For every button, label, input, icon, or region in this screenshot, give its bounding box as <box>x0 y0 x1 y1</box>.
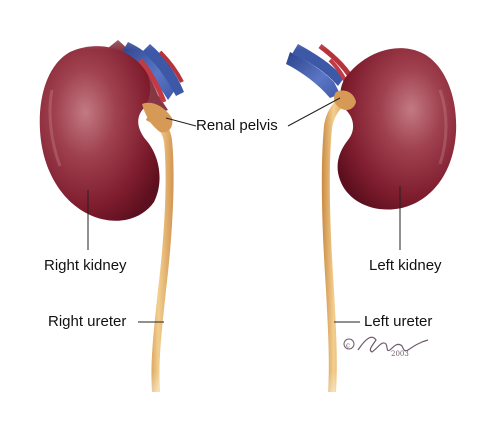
right-kidney-graphic <box>39 40 184 392</box>
left-kidney-label: Left kidney <box>369 257 442 274</box>
artist-signature: c <box>343 336 429 353</box>
right-kidney-label: Right kidney <box>44 257 127 274</box>
right-ureter-label: Right ureter <box>48 313 127 330</box>
svg-text:c: c <box>346 342 350 350</box>
leader-line-renal-pelvis-right <box>165 117 197 127</box>
left-kidney-shape <box>337 48 457 210</box>
renal-pelvis-label: Renal pelvis <box>196 117 278 134</box>
leader-lines <box>87 97 401 323</box>
left-kidney-graphic <box>286 44 457 392</box>
signature-year: 2003 <box>391 350 409 358</box>
right-kidney-shape <box>39 46 160 221</box>
right-ureter-shape <box>146 112 174 392</box>
leader-line-renal-pelvis-left <box>287 97 341 127</box>
left-ureter-shape <box>321 96 348 392</box>
left-ureter-label: Left ureter <box>364 313 433 330</box>
